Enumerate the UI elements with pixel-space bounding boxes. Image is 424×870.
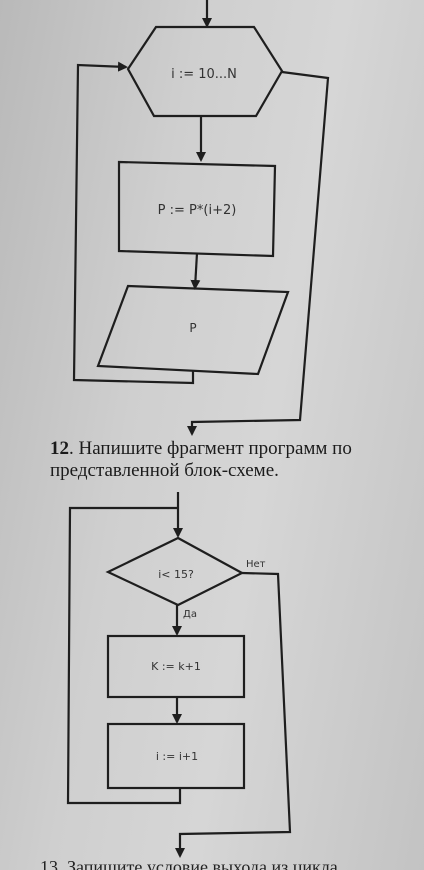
flowchart-1 xyxy=(72,0,330,436)
yes-label: Да xyxy=(183,609,197,620)
flowchart-2 xyxy=(66,492,292,858)
loop-hexagon xyxy=(126,25,284,118)
loop-back-line-2 xyxy=(66,506,182,805)
process-box-3 xyxy=(106,722,246,790)
task-number: 12 xyxy=(50,438,69,459)
no-label: Нет xyxy=(246,559,266,570)
process-label-2: K := k+1 xyxy=(151,660,201,673)
task-12-text: 12. Напишите фрагмент программ по предст… xyxy=(50,438,424,482)
task-12-line-1-text: . Напишите фрагмент программ по xyxy=(69,438,352,459)
exit-line-1 xyxy=(187,70,330,436)
output-label: P xyxy=(189,321,196,335)
condition-label: i< 15? xyxy=(158,568,194,581)
process-box-1 xyxy=(117,160,277,258)
task-12-line-1: 12. Напишите фрагмент программ по xyxy=(50,438,424,460)
task-12-line-2: представленной блок-схеме. xyxy=(50,460,279,481)
task-13-footer-text: 13. Запишите условие выхода из цикла xyxy=(40,857,338,870)
loop-label: i := 10...N xyxy=(171,67,237,82)
arrow-process-to-output xyxy=(190,252,201,290)
process-label-1: P := P*(i+2) xyxy=(158,203,237,218)
exit-line-2 xyxy=(175,571,292,858)
output-parallelogram xyxy=(96,284,290,376)
loop-back-line xyxy=(72,61,195,385)
process-label-3: i := i+1 xyxy=(156,750,198,763)
